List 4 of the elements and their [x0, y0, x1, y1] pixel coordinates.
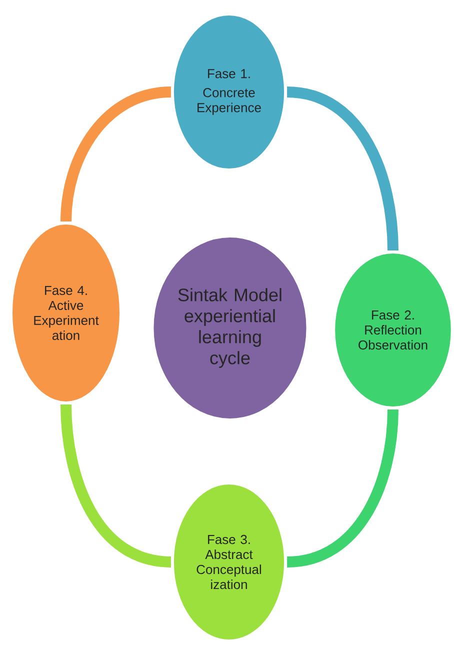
connector-arc	[286, 86, 398, 251]
connector-arc	[60, 404, 172, 568]
connector-arc	[286, 409, 398, 568]
connector-arc	[60, 86, 172, 222]
